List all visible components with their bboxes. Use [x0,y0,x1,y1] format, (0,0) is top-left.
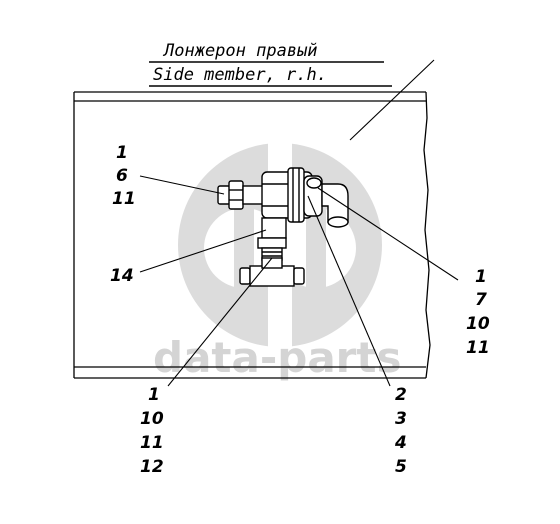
callout-label: 11 [466,338,490,358]
callout-label: 6 [116,166,128,186]
leader-lines [139,175,459,387]
callout-mid-left: 14 [110,266,134,286]
callout-label: 10 [466,314,490,334]
callout-label: 5 [395,457,407,477]
callout-label: 3 [395,409,407,429]
callout-label: 7 [475,290,487,310]
leader-header [349,59,435,141]
callout-label: 4 [394,433,407,453]
title-english: Side member, r.h. [153,65,327,85]
callout-bottom-right: 2 3 4 5 [394,385,407,477]
callout-label: 11 [140,433,164,453]
callout-right: 1 7 10 11 [466,267,490,358]
callout-label: 1 [475,267,487,287]
callout-label: 2 [395,385,407,405]
side-member-frame [73,91,431,379]
callout-label: 11 [112,189,136,209]
callout-upper-left: 1 6 11 [112,143,136,209]
callout-label: 1 [116,143,128,163]
title-russian: Лонжерон правый [162,41,318,61]
callout-label: 12 [140,457,164,477]
watermark-text: data-parts [153,333,401,382]
callout-bottom-left: 1 10 11 12 [140,385,164,477]
callout-label: 1 [148,385,160,405]
callout-label: 10 [140,409,164,429]
valve-assembly [217,167,349,287]
